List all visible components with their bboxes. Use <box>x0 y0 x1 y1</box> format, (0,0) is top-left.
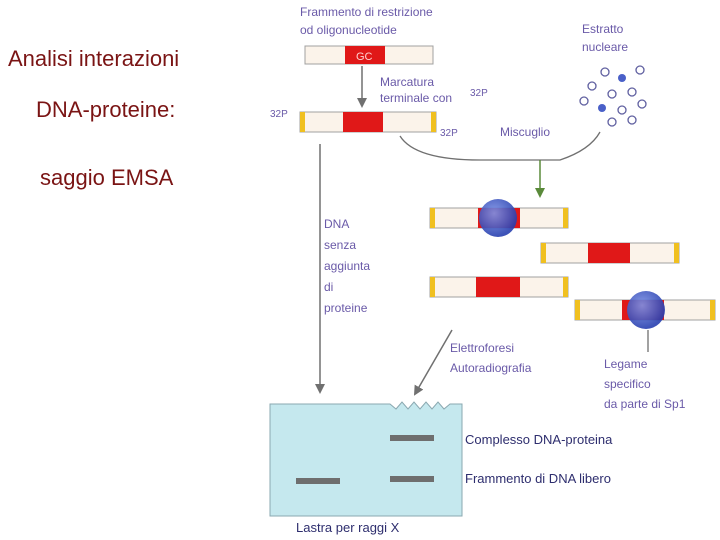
p32-label-top: 32P <box>470 88 488 99</box>
protein-blob-icon <box>627 291 665 329</box>
dna-fragment-labeled <box>299 111 437 133</box>
title-line-1: Analisi interazioni <box>8 46 180 71</box>
mix-bracket <box>399 131 601 161</box>
no-protein-label-2: aggiunta <box>324 259 370 273</box>
dna-fragment-unlabeled: GC <box>304 45 434 65</box>
xray-film <box>269 401 463 517</box>
complex-label: Complesso DNA-proteina <box>465 432 613 447</box>
dna-fragment-bound-2 <box>574 291 716 329</box>
title-line-3: saggio EMSA <box>40 165 174 190</box>
extract-label-1: Estratto <box>582 22 624 36</box>
band-free-lane2 <box>390 476 434 482</box>
band-complex <box>390 435 434 441</box>
protein-blob-icon <box>479 199 517 237</box>
dna-fragment-free-2 <box>429 276 569 298</box>
nuclear-extract-particles <box>579 65 647 127</box>
electro-label-2: Autoradiografia <box>450 361 532 375</box>
p32-label-left: 32P <box>270 109 288 120</box>
no-protein-label-3: di <box>324 280 333 294</box>
no-protein-label-1: senza <box>324 238 356 252</box>
free-dna-label: Frammento di DNA libero <box>465 471 611 486</box>
labeling-label-1: Marcatura <box>380 75 434 89</box>
binding-label-1: specifico <box>604 377 651 391</box>
fragment-label-1: Frammento di restrizione <box>300 5 433 19</box>
gc-label: GC <box>356 51 373 63</box>
fragment-label-2: od oligonucleotide <box>300 23 397 37</box>
labeling-label-2: terminale con <box>380 91 452 105</box>
binding-label-2: da parte di Sp1 <box>604 397 686 411</box>
p32-label-right: 32P <box>440 128 458 139</box>
arrow-electrophoresis <box>413 329 453 396</box>
extract-label-2: nucleare <box>582 40 628 54</box>
xray-label: Lastra per raggi X <box>296 520 400 535</box>
band-free-lane1 <box>296 478 340 484</box>
dna-fragment-bound-1 <box>429 199 569 237</box>
title-line-2: DNA-proteine: <box>36 97 176 122</box>
no-protein-label-4: proteine <box>324 301 368 315</box>
electro-label-1: Elettroforesi <box>450 341 514 355</box>
mix-label: Miscuglio <box>500 125 550 139</box>
no-protein-label-0: DNA <box>324 217 349 231</box>
binding-label-0: Legame <box>604 357 648 371</box>
dna-fragment-free-1 <box>540 242 680 264</box>
